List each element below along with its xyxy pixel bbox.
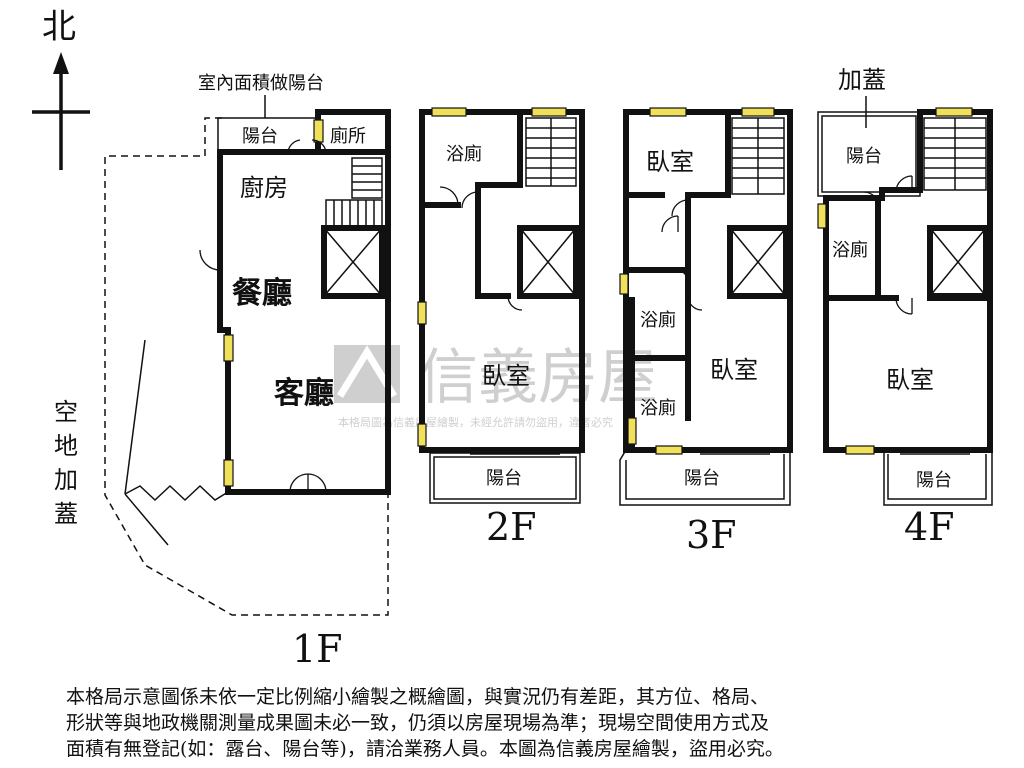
1f-room-balcony: 陽台: [242, 126, 278, 147]
3f-room-bedroom-south: 臥室: [710, 356, 758, 384]
2f-room-bedroom: 臥室: [482, 362, 530, 390]
2f-doors: [439, 186, 560, 455]
4f-balcony-outline: [883, 450, 993, 506]
1f-shaft-wall: [321, 225, 385, 299]
3f-stairs: [731, 117, 785, 195]
1f-folding-edge: [124, 484, 229, 502]
north-arrow-icon: [53, 52, 69, 74]
3f-shaft-wall: [727, 225, 789, 299]
2f-balcony-outline: [429, 452, 581, 504]
disclaimer-line-1: 本格局示意圖係未依一定比例縮小繪製之概繪圖，與實況仍有差距，其方位、格局、: [66, 686, 770, 708]
4f-floor-label: 4F: [904, 505, 955, 549]
4f-shaft-wall: [927, 225, 989, 299]
disclaimer-note: 本格局示意圖係未依一定比例縮小繪製之概繪圖，與實況仍有差距，其方位、格局、 形狀…: [66, 684, 966, 762]
floor-plan-diagram: 北 信義房屋 本格局圖為信義房屋繪製，未經允許請勿盜用，違者必究: [32, 7, 993, 671]
watermark-brand: 信義房屋: [418, 343, 658, 413]
3f-windows: [619, 107, 775, 455]
yard-addition-char-4: 蓋: [54, 500, 78, 528]
4f-room-bath: 浴廁: [832, 239, 868, 261]
1f-room-toilet: 廁所: [330, 125, 366, 147]
1f-floor-label: 1F: [292, 627, 343, 671]
yard-addition-pointer: [124, 339, 169, 546]
4f-doors: [863, 175, 970, 455]
1f-doors: [199, 139, 327, 493]
2f-floor-label: 2F: [486, 505, 537, 549]
1f-indoor-balcony-note: 室內面積做陽台: [198, 73, 324, 94]
yard-addition-char-3: 加: [54, 466, 78, 494]
1f-shaft-cross-b: [323, 227, 383, 297]
floor-plan-2f: 浴廁 臥室 陽台 2F: [417, 107, 585, 549]
compass-north-label: 北: [42, 7, 76, 47]
disclaimer-line-2: 形狀等與地政機關測量成果圖未必一致，仍須以房屋現場為準；現場空間使用方式及: [66, 712, 770, 734]
1f-windows: [223, 119, 324, 487]
2f-windows: [417, 107, 567, 447]
disclaimer-line-3: 面積有無登記(如：露台、陽台等)，請洽業務人員。本圖為信義房屋繪製，盜用必究。: [66, 738, 784, 760]
floor-plan-4f: 陽台 浴廁 臥室 陽台 加蓋 4F: [817, 66, 993, 549]
4f-windows: [817, 107, 973, 455]
2f-outer-wall: [419, 109, 585, 453]
floor-plan-3f: 臥室 浴廁 浴廁 臥室 陽台 3F: [619, 107, 793, 557]
3f-room-bath-a: 浴廁: [640, 309, 676, 331]
3f-doors: [661, 199, 770, 455]
1f-room-kitchen: 廚房: [240, 174, 288, 202]
yard-addition-char-2: 地: [54, 432, 78, 460]
3f-room-bedroom-north: 臥室: [646, 148, 694, 176]
2f-room-bath: 浴廁: [446, 143, 482, 165]
3f-floor-label: 3F: [686, 513, 737, 557]
4f-stairs: [923, 117, 987, 191]
watermark-notice: 本格局圖為信義房屋繪製，未經允許請勿盜用，違者必究: [338, 415, 613, 429]
1f-room-dining: 餐廳: [232, 276, 292, 311]
north-compass: 北: [32, 7, 90, 170]
yard-addition-char-1: 空: [54, 398, 78, 426]
1f-stairs: [325, 157, 383, 227]
2f-room-balcony: 陽台: [486, 468, 522, 489]
2f-stairs: [525, 117, 577, 187]
4f-room-bedroom: 臥室: [886, 366, 934, 394]
3f-room-balcony: 陽台: [684, 468, 720, 489]
3f-balcony-outline: [619, 449, 791, 506]
2f-wall-bath: [475, 109, 523, 299]
4f-added-note: 加蓋: [838, 66, 886, 94]
3f-room-bath-b: 浴廁: [640, 397, 676, 419]
4f-room-balcony-north: 陽台: [846, 146, 882, 167]
3f-wall-center: [685, 109, 731, 421]
4f-room-balcony-south: 陽台: [916, 470, 952, 491]
2f-shaft-wall: [517, 225, 579, 299]
yard-addition-outline: [104, 117, 389, 616]
1f-room-living: 客廳: [274, 376, 334, 411]
floor-plan-1f: 陽台 廁所 廚房 餐廳 客廳 室內面積做陽台 空 地 加 蓋 1F: [54, 73, 391, 671]
